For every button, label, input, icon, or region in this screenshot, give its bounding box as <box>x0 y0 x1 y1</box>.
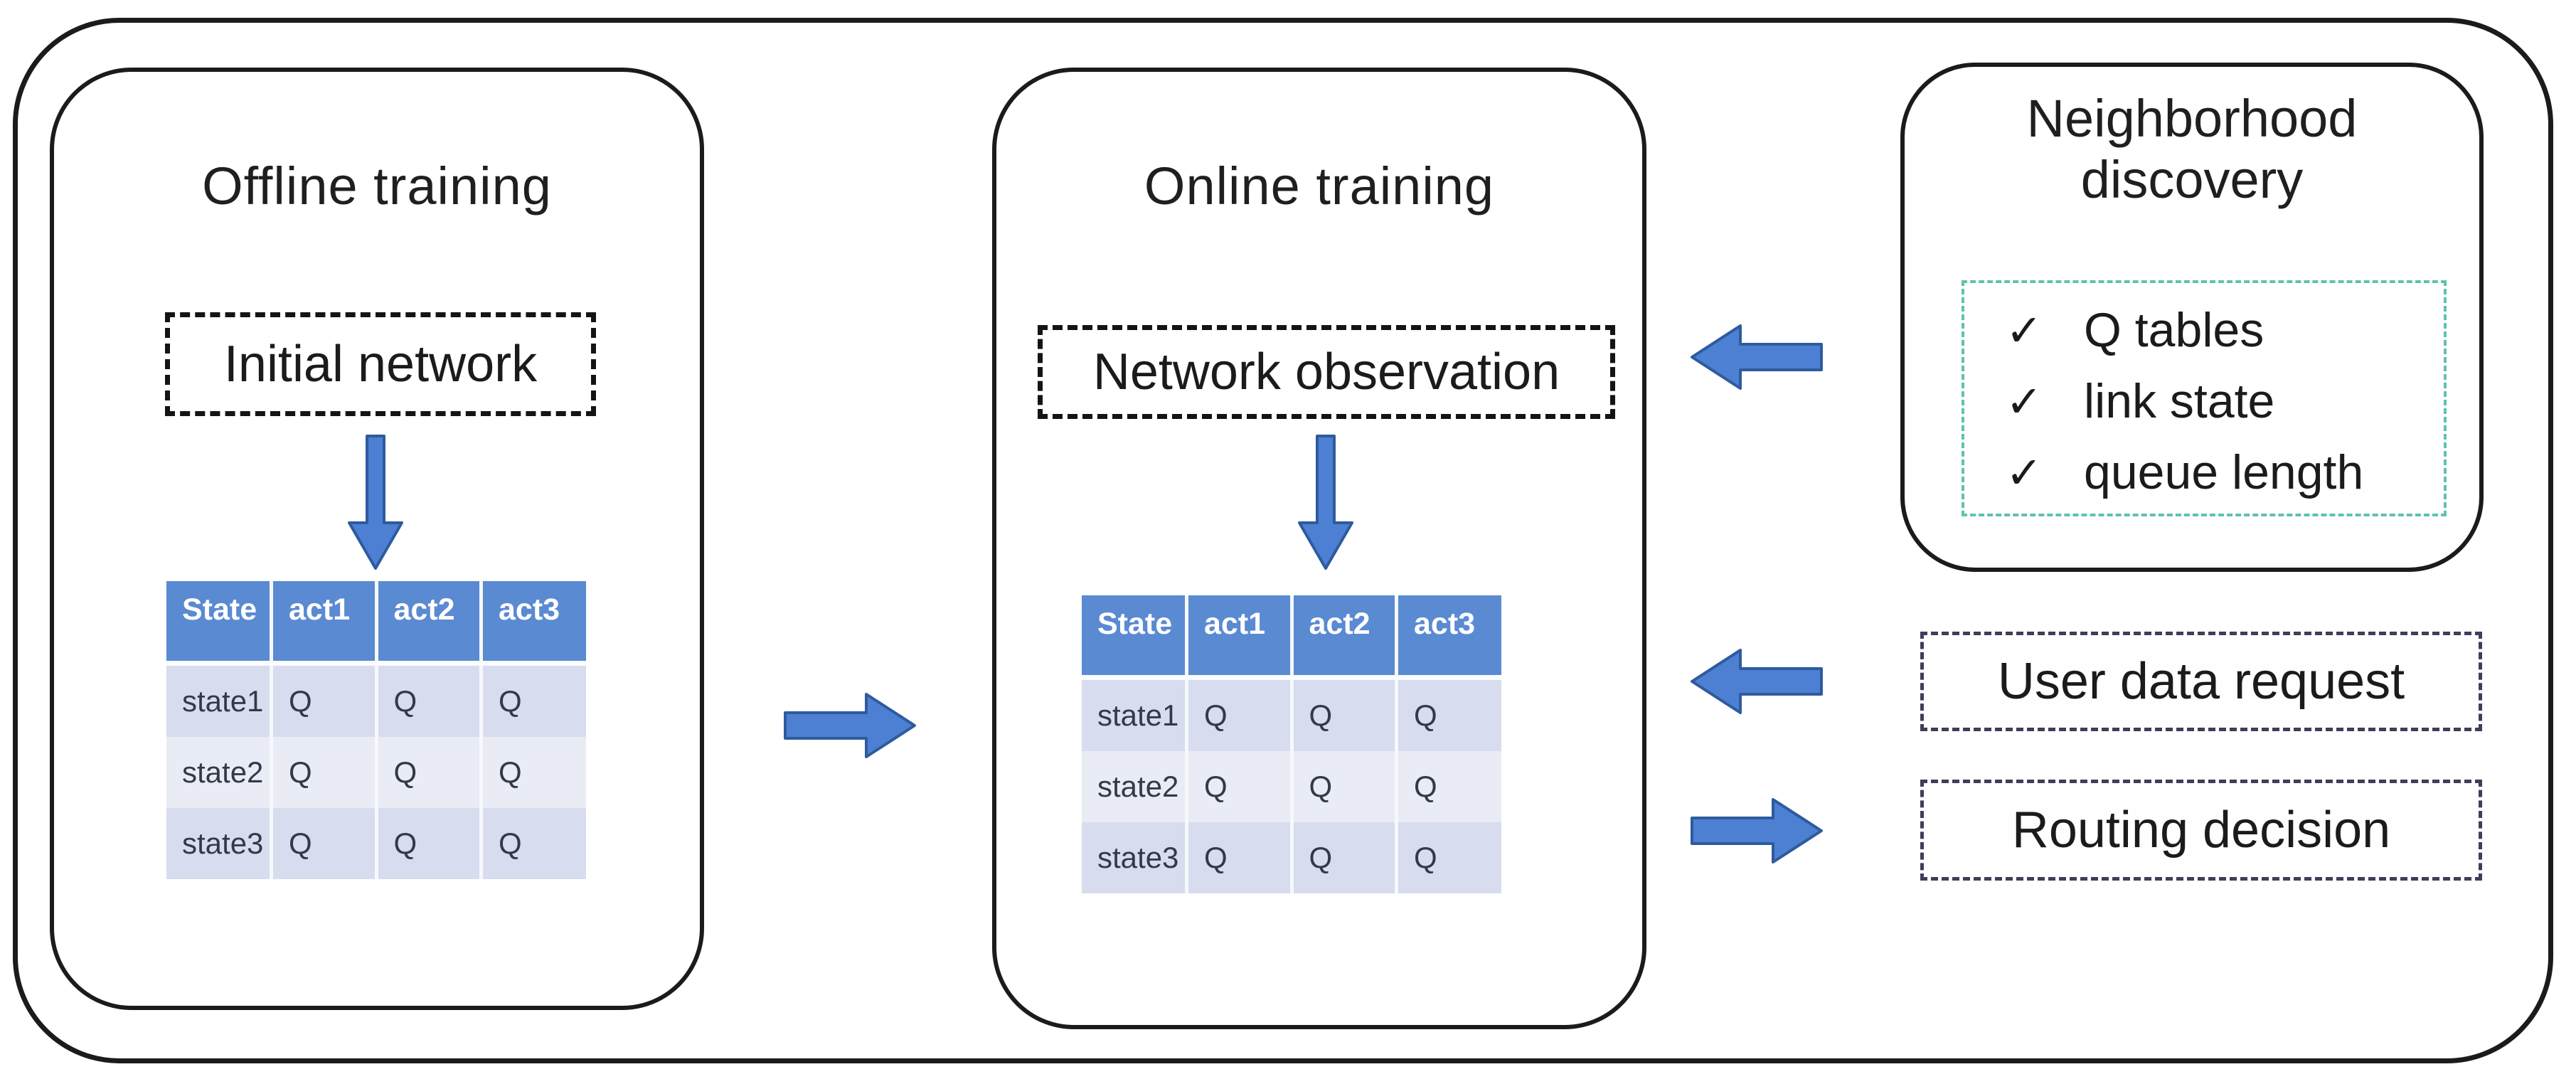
table-header-cell: act2 <box>374 581 481 666</box>
table-cell: Q <box>1289 751 1397 822</box>
online-q-table: State act1 act2 act3 state1 Q Q Q state2… <box>1082 595 1501 893</box>
table-cell: state2 <box>1082 751 1187 822</box>
neighborhood-title-line1: Neighborhood <box>2026 89 2358 148</box>
table-cell: Q <box>1185 677 1292 751</box>
table-cell: state1 <box>1082 677 1187 751</box>
table-header-cell: act3 <box>1395 595 1501 680</box>
user-data-to-online-arrow-icon <box>1689 646 1824 717</box>
table-cell: Q <box>479 737 586 808</box>
initial-network-box: Initial network <box>165 312 596 416</box>
checklist-label: queue length <box>2084 445 2364 499</box>
table-row: state3 Q Q Q <box>166 808 586 879</box>
neighborhood-title-line2: discovery <box>2080 150 2304 209</box>
table-row: state2 Q Q Q <box>1082 751 1501 822</box>
offline-panel-title: Offline training <box>202 156 552 216</box>
offline-training-panel: Offline training Initial network State a… <box>50 68 704 1010</box>
neighborhood-to-online-arrow-icon <box>1689 322 1824 393</box>
outer-frame <box>13 18 2553 1063</box>
discovery-checklist-box: ✓ Q tables ✓ link state ✓ queue length <box>1962 280 2447 516</box>
network-observation-label: Network observation <box>1092 344 1560 400</box>
table-cell: Q <box>1395 822 1501 893</box>
table-cell: state2 <box>166 737 272 808</box>
table-row: state1 Q Q Q <box>1082 677 1501 751</box>
table-cell: Q <box>270 808 376 879</box>
table-cell: Q <box>1395 677 1501 751</box>
table-cell: Q <box>270 737 376 808</box>
table-row: state3 Q Q Q <box>1082 822 1501 893</box>
table-header-cell: act2 <box>1289 595 1397 680</box>
online-panel-title: Online training <box>1144 156 1495 216</box>
table-cell: Q <box>1185 822 1292 893</box>
offline-q-table: State act1 act2 act3 state1 Q Q Q state2… <box>166 581 586 879</box>
list-item: ✓ queue length <box>2006 437 2444 508</box>
table-row: state2 Q Q Q <box>166 737 586 808</box>
online-to-routing-arrow-icon <box>1689 795 1824 866</box>
table-row: state1 Q Q Q <box>166 663 586 737</box>
table-cell: Q <box>479 808 586 879</box>
table-cell: Q <box>374 737 481 808</box>
down-arrow-icon <box>1297 433 1354 572</box>
table-header-cell: State <box>1082 595 1187 680</box>
initial-network-label: Initial network <box>223 336 538 393</box>
table-header-cell: State <box>166 581 272 666</box>
table-header-row: State act1 act2 act3 <box>166 581 586 666</box>
checklist-label: Q tables <box>2084 303 2264 357</box>
table-cell: Q <box>374 663 481 737</box>
checkmark-icon: ✓ <box>2006 306 2043 356</box>
checkmark-icon: ✓ <box>2006 377 2043 427</box>
table-cell: Q <box>479 663 586 737</box>
table-cell: Q <box>1289 677 1397 751</box>
offline-to-online-arrow-icon <box>782 690 917 761</box>
user-data-request-label: User data request <box>1997 653 2405 710</box>
list-item: ✓ link state <box>2006 366 2444 437</box>
neighborhood-panel-title: Neighborhood discovery <box>1905 88 2479 211</box>
user-data-request-box: User data request <box>1920 632 2482 731</box>
table-cell: state1 <box>166 663 272 737</box>
table-cell: state3 <box>166 808 272 879</box>
network-observation-box: Network observation <box>1038 325 1615 419</box>
checkmark-icon: ✓ <box>2006 448 2043 498</box>
table-cell: Q <box>270 663 376 737</box>
routing-decision-box: Routing decision <box>1920 780 2482 881</box>
table-cell: Q <box>374 808 481 879</box>
down-arrow-icon <box>347 433 404 572</box>
neighborhood-discovery-panel: Neighborhood discovery ✓ Q tables ✓ link… <box>1900 63 2484 572</box>
online-training-panel: Online training Network observation Stat… <box>992 68 1646 1029</box>
table-header-cell: act1 <box>270 581 376 666</box>
table-cell: state3 <box>1082 822 1187 893</box>
table-header-cell: act3 <box>479 581 586 666</box>
table-header-cell: act1 <box>1185 595 1292 680</box>
table-cell: Q <box>1395 751 1501 822</box>
table-header-row: State act1 act2 act3 <box>1082 595 1501 680</box>
table-cell: Q <box>1289 822 1397 893</box>
routing-decision-label: Routing decision <box>2011 802 2391 859</box>
table-cell: Q <box>1185 751 1292 822</box>
list-item: ✓ Q tables <box>2006 294 2444 366</box>
checklist-label: link state <box>2084 374 2275 428</box>
